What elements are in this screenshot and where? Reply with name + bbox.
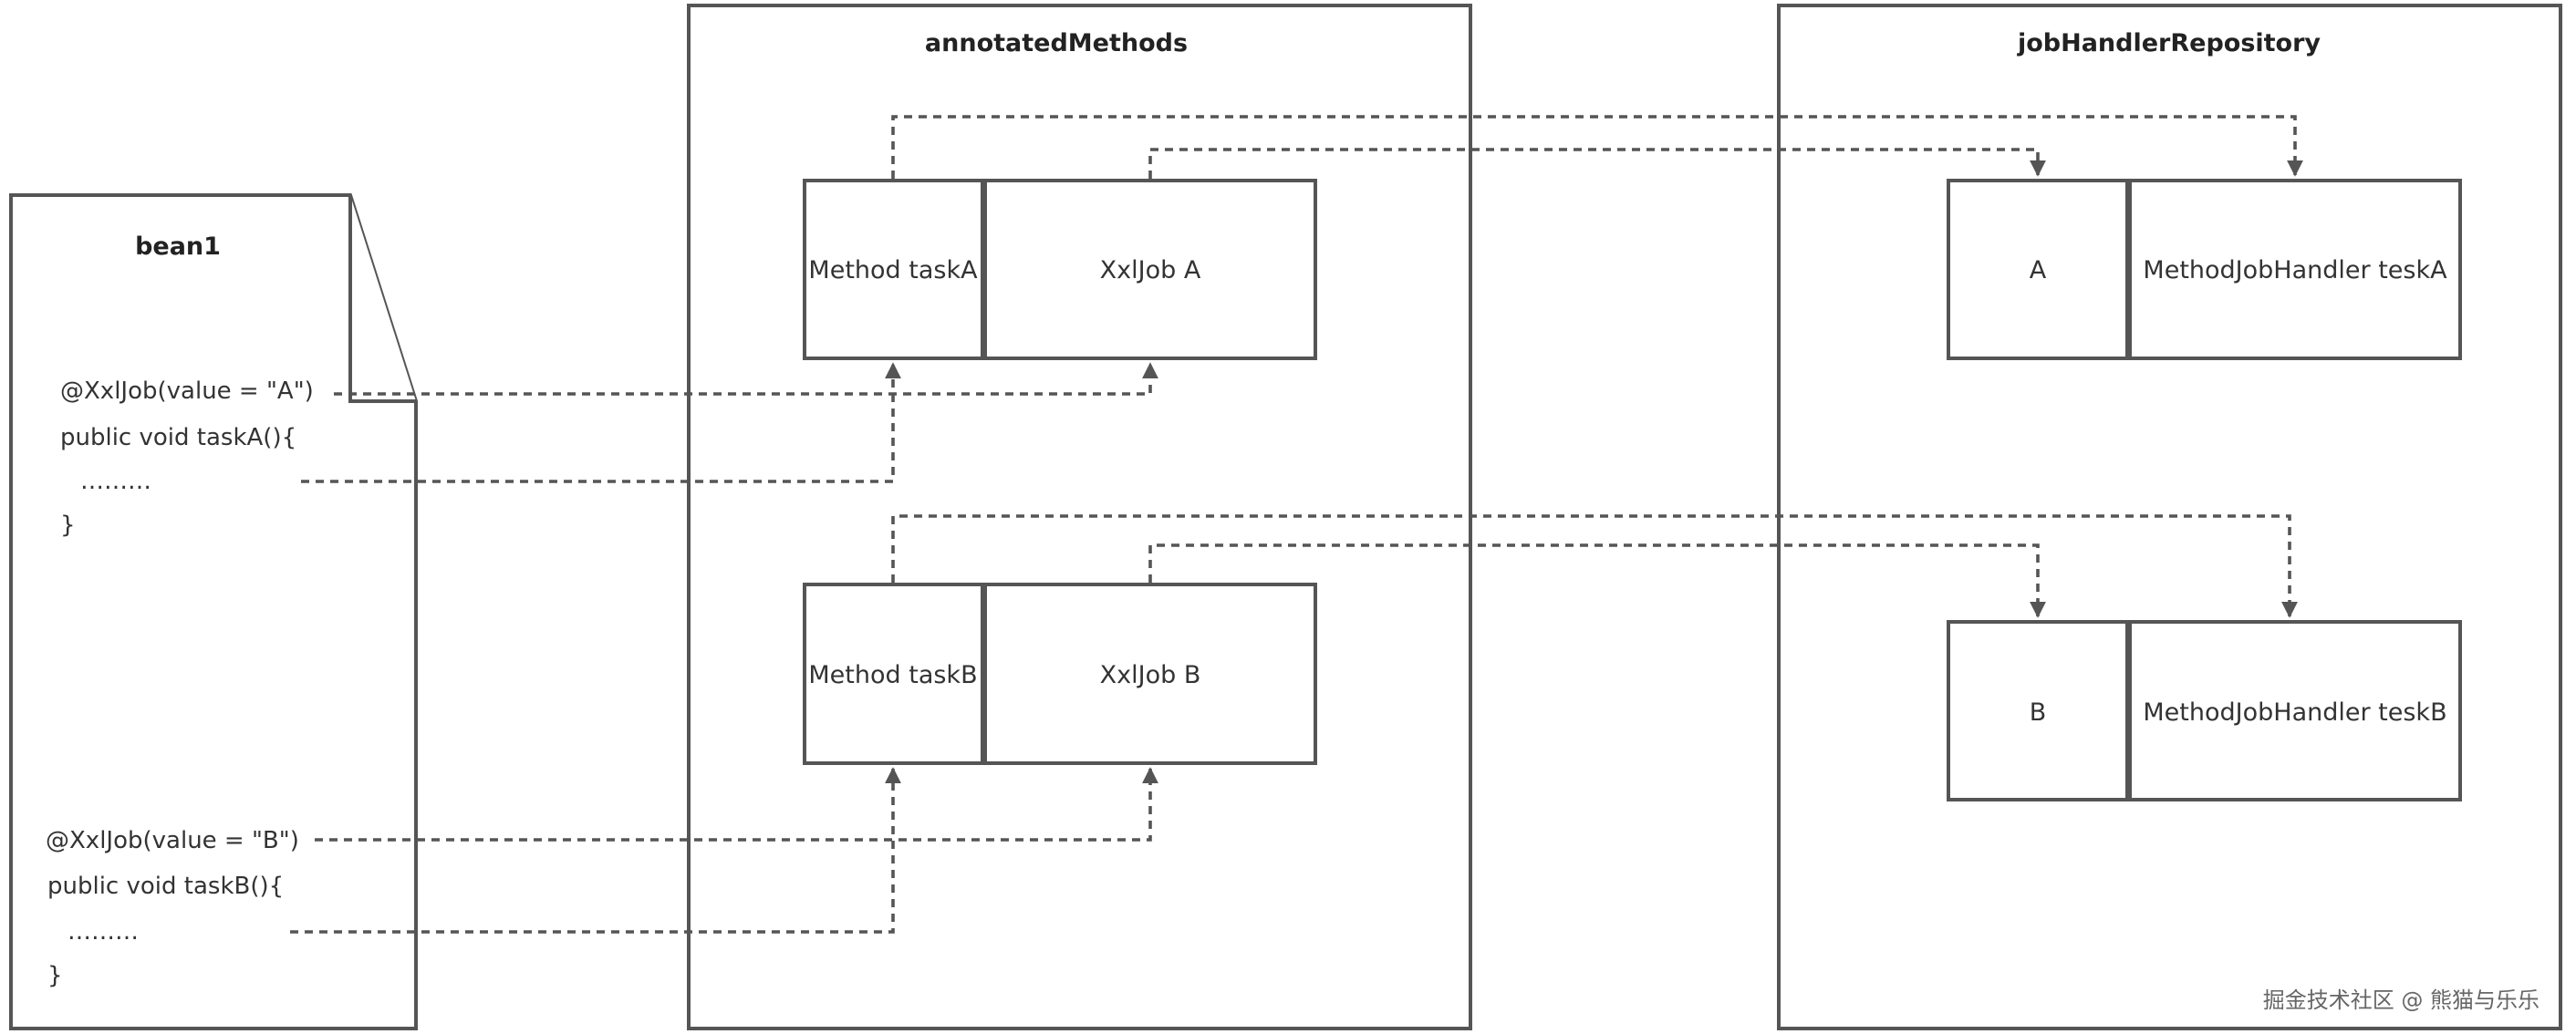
code-b-line-2: public void taskB(){	[47, 873, 284, 900]
method-taskA-label: Method taskA	[808, 256, 978, 284]
connector-annotation-b-to-xxljob-b	[315, 767, 1158, 842]
repo-key-b-cell	[1947, 620, 2129, 801]
code-a-line-1: @XxlJob(value = "A")	[60, 377, 314, 405]
method-taskA-cell	[803, 179, 984, 360]
connector-method-taskA-to-handler-a	[891, 115, 2303, 179]
connector-annotation-a-to-xxljob-a	[334, 362, 1158, 396]
connector-method-taskB-to-handler-b	[891, 514, 2298, 618]
code-b-line-3: ………	[68, 918, 139, 946]
bean1-title: bean1	[135, 233, 221, 261]
xxljob-a-cell	[983, 179, 1317, 360]
connectors-methods-to-repository	[891, 115, 2303, 618]
code-a-line-3: ………	[80, 468, 151, 495]
repo-handler-b-label: MethodJobHandler teskB	[2143, 698, 2446, 727]
connector-xxljob-a-to-key-a	[1148, 148, 2046, 179]
xxljob-b-cell	[983, 583, 1317, 765]
repo-key-a-label: A	[2030, 256, 2047, 284]
code-b-line-4: }	[47, 962, 63, 989]
bean1-document: bean1 @XxlJob(value = "A") public void t…	[9, 193, 418, 1030]
connector-method-a-to-method-taskA	[301, 362, 901, 483]
watermark-text: 掘金技术社区 @ 熊猫与乐乐	[2262, 987, 2540, 1013]
method-taskB-label: Method taskB	[808, 661, 977, 689]
xxljob-a-label: XxlJob A	[1100, 256, 1201, 284]
code-a-line-2: public void taskA(){	[60, 424, 296, 451]
repo-handler-b-cell	[2128, 620, 2462, 801]
connector-method-b-to-method-taskB	[290, 767, 901, 934]
code-b-line-1: @XxlJob(value = "B")	[46, 827, 299, 854]
connectors-bean-to-methods	[290, 362, 1158, 934]
repo-handler-a-cell	[2128, 179, 2462, 360]
repo-key-b-label: B	[2030, 698, 2047, 727]
code-a-line-4: }	[60, 512, 76, 539]
method-taskB-cell	[803, 583, 984, 765]
connector-xxljob-b-to-key-b	[1148, 543, 2046, 618]
job-handler-repository-title: jobHandlerRepository	[2017, 29, 2321, 57]
xxljob-b-label: XxlJob B	[1100, 661, 1201, 689]
repo-key-a-cell	[1947, 179, 2129, 360]
annotated-methods-title: annotatedMethods	[925, 29, 1188, 57]
repo-handler-a-label: MethodJobHandler teskA	[2143, 256, 2447, 284]
